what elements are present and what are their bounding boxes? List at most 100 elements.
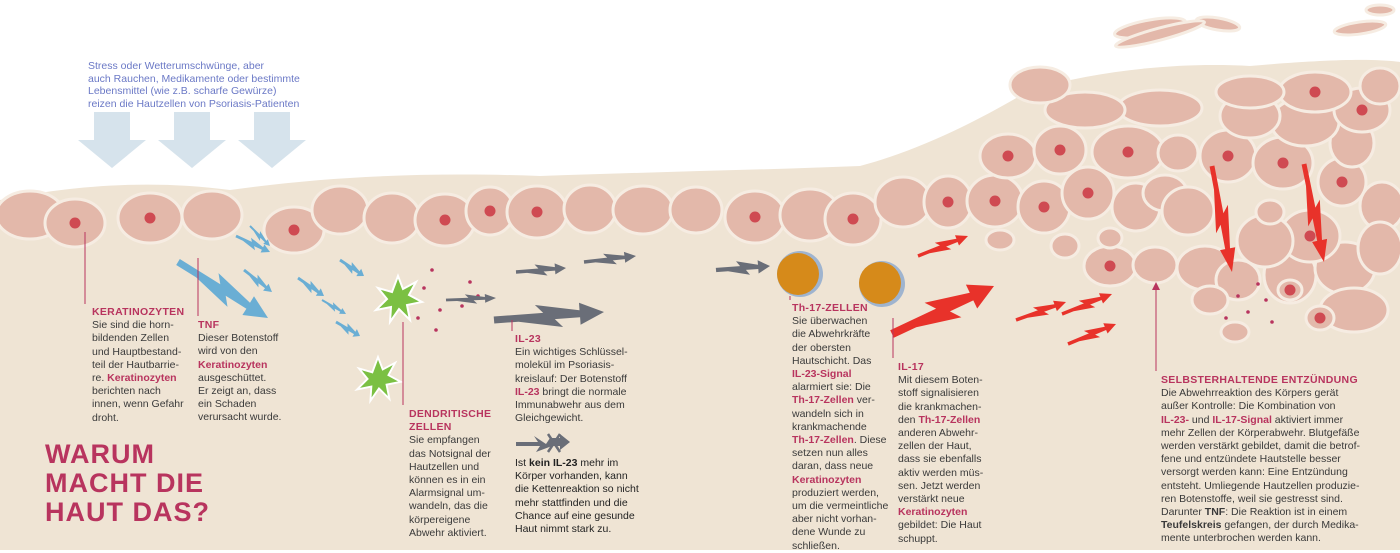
cell-nucleus xyxy=(1356,104,1368,116)
cell-nucleus xyxy=(847,213,859,225)
heading-keratinozyten: KERATINOZYTEN xyxy=(92,306,185,318)
tnf-arrow xyxy=(297,276,324,296)
il17-arrow xyxy=(917,235,968,258)
cell-nucleus xyxy=(1104,260,1116,272)
skin-cell xyxy=(1156,133,1200,173)
il23-arrow xyxy=(515,263,566,276)
skin-cell xyxy=(1131,245,1179,285)
tnf-arrow xyxy=(339,258,364,277)
heading-th17-zellen: Th-17-ZELLEN xyxy=(792,302,868,314)
skin-cell xyxy=(1214,258,1262,302)
skin-cell xyxy=(1043,90,1127,130)
tnf-arrows xyxy=(176,225,364,337)
skin-cell xyxy=(1219,320,1251,344)
cell-nucleus xyxy=(1082,187,1094,199)
stress-arrow xyxy=(238,112,306,168)
il17-arrows xyxy=(890,163,1328,346)
skin-cell xyxy=(984,228,1016,252)
il23-arrow xyxy=(583,251,636,265)
il23-arrow xyxy=(715,260,770,275)
skin-flake xyxy=(1332,19,1388,37)
intro-text: Stress oder Wetterumschwünge, aber auch … xyxy=(88,60,300,110)
stress-arrows xyxy=(78,112,306,168)
il17-arrow xyxy=(1015,300,1066,322)
il17-arrow xyxy=(890,284,994,338)
signal-dot xyxy=(1264,298,1268,302)
cell-nucleus xyxy=(1222,150,1234,162)
tnf-arrow xyxy=(335,320,360,337)
page-title: WARUM MACHT DIE HAUT DAS? xyxy=(45,439,210,527)
skin-cell xyxy=(1008,65,1072,105)
il17-arrow xyxy=(1067,323,1116,346)
skin-cell xyxy=(362,191,422,245)
signal-dot xyxy=(1270,320,1274,324)
th17-cell-1 xyxy=(777,251,823,297)
stress-arrow xyxy=(78,112,146,168)
il23-arrows xyxy=(445,251,770,327)
tnf-arrow xyxy=(243,268,272,292)
cell-nucleus xyxy=(144,212,156,224)
cell-nucleus xyxy=(1304,230,1316,242)
signal-dot xyxy=(468,280,472,284)
skin-cell xyxy=(668,185,724,235)
cell-nucleus xyxy=(1002,150,1014,162)
signal-dot xyxy=(1246,310,1250,314)
skin-cell xyxy=(1254,198,1286,226)
cell-nucleus xyxy=(989,195,1001,207)
heading-il17: IL-17 xyxy=(898,361,925,373)
stress-arrow xyxy=(158,112,226,168)
skin-cell xyxy=(310,184,370,236)
tnf-arrow xyxy=(176,259,268,318)
signal-dot xyxy=(422,286,426,290)
skin-cell xyxy=(1190,284,1230,316)
skin-cell xyxy=(180,189,244,241)
heading-tnf: TNF xyxy=(198,319,220,331)
label-il23-absent: Ist kein IL-23 mehr im Körper vorhanden,… xyxy=(515,457,639,536)
skin-cell xyxy=(611,184,675,236)
skin-cell xyxy=(1096,226,1124,250)
cell-nucleus xyxy=(69,217,81,229)
skin-cells xyxy=(0,3,1400,344)
pointer-lines xyxy=(84,232,1160,405)
heading-il23: IL-23 xyxy=(515,333,542,345)
cell-nucleus xyxy=(942,196,954,208)
pointer-arrowhead xyxy=(1152,282,1160,290)
il17-arrow xyxy=(1061,293,1112,316)
il17-arrow xyxy=(1209,165,1236,272)
signal-dot xyxy=(438,308,442,312)
signal-dot xyxy=(460,304,464,308)
skin-flake xyxy=(1364,3,1396,17)
cell-nucleus xyxy=(1122,146,1134,158)
skin-cell xyxy=(1160,185,1216,237)
cell-nucleus xyxy=(1277,157,1289,169)
tnf-arrow xyxy=(249,225,270,246)
il23-blocked-icon xyxy=(516,433,570,453)
signal-dot xyxy=(1256,282,1260,286)
signal-dot xyxy=(416,316,420,320)
skin-cell xyxy=(1214,74,1286,110)
cell-nucleus xyxy=(531,206,543,218)
th17-cell-2 xyxy=(859,261,905,307)
cell-nucleus xyxy=(1314,312,1326,324)
skin-flake xyxy=(1114,19,1206,49)
skin-cell xyxy=(1116,88,1204,128)
signal-dot xyxy=(434,328,438,332)
signal-dot xyxy=(430,268,434,272)
skin-cell xyxy=(562,183,618,235)
cell-nucleus xyxy=(1309,86,1321,98)
skin-cell xyxy=(1356,220,1400,276)
tnf-arrow xyxy=(235,234,270,253)
cell-nucleus xyxy=(749,211,761,223)
cell-nucleus xyxy=(1054,144,1066,156)
cell-nucleus xyxy=(1284,284,1296,296)
il23-arrow xyxy=(445,294,496,304)
cell-nucleus xyxy=(1336,176,1348,188)
heading-selbsterhaltende-entzuendung: SELBSTERHALTENDE ENTZÜNDUNG xyxy=(1161,374,1358,386)
cell-nucleus xyxy=(484,205,496,217)
